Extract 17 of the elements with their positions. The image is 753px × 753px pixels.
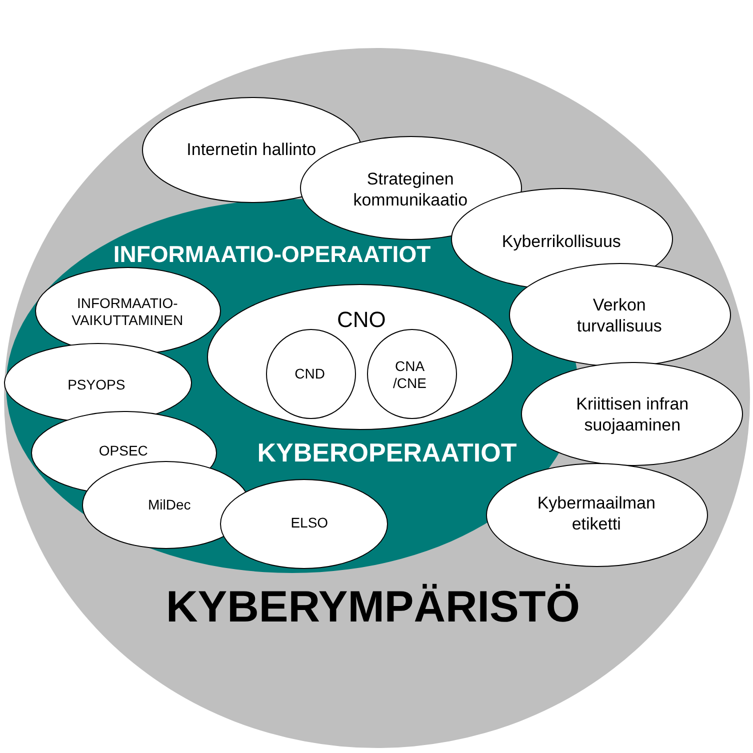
topic-label: CND: [294, 365, 326, 382]
section-heading: KYBEROPERAATIOT: [256, 437, 518, 469]
topic-label: Internetin hallinto: [186, 140, 317, 161]
topic-label: ELSO: [290, 515, 329, 532]
topic-label: Kybermaailman etiketti: [536, 494, 656, 535]
topic-label: Verkon turvallisuus: [576, 296, 663, 337]
circle-title: KYBERYMPÄRISTÖ: [166, 582, 580, 634]
topic-label: OPSEC: [98, 443, 149, 460]
topic-label: MilDec: [147, 497, 192, 514]
section-heading: INFORMAATIO-OPERAATIOT: [112, 241, 432, 269]
topic-label: INFORMAATIO-VAIKUTTAMINEN: [70, 296, 184, 330]
topic-label: Kyberrikollisuus: [500, 232, 622, 253]
topic-label: CNO: [336, 307, 386, 334]
topic-label: PSYOPS: [66, 377, 126, 394]
topic-label: Kriittisen infran suojaaminen: [575, 395, 690, 436]
topic-label: CNA /CNE: [392, 358, 428, 392]
topic-label: Strateginen kommunikaatio: [352, 170, 468, 211]
